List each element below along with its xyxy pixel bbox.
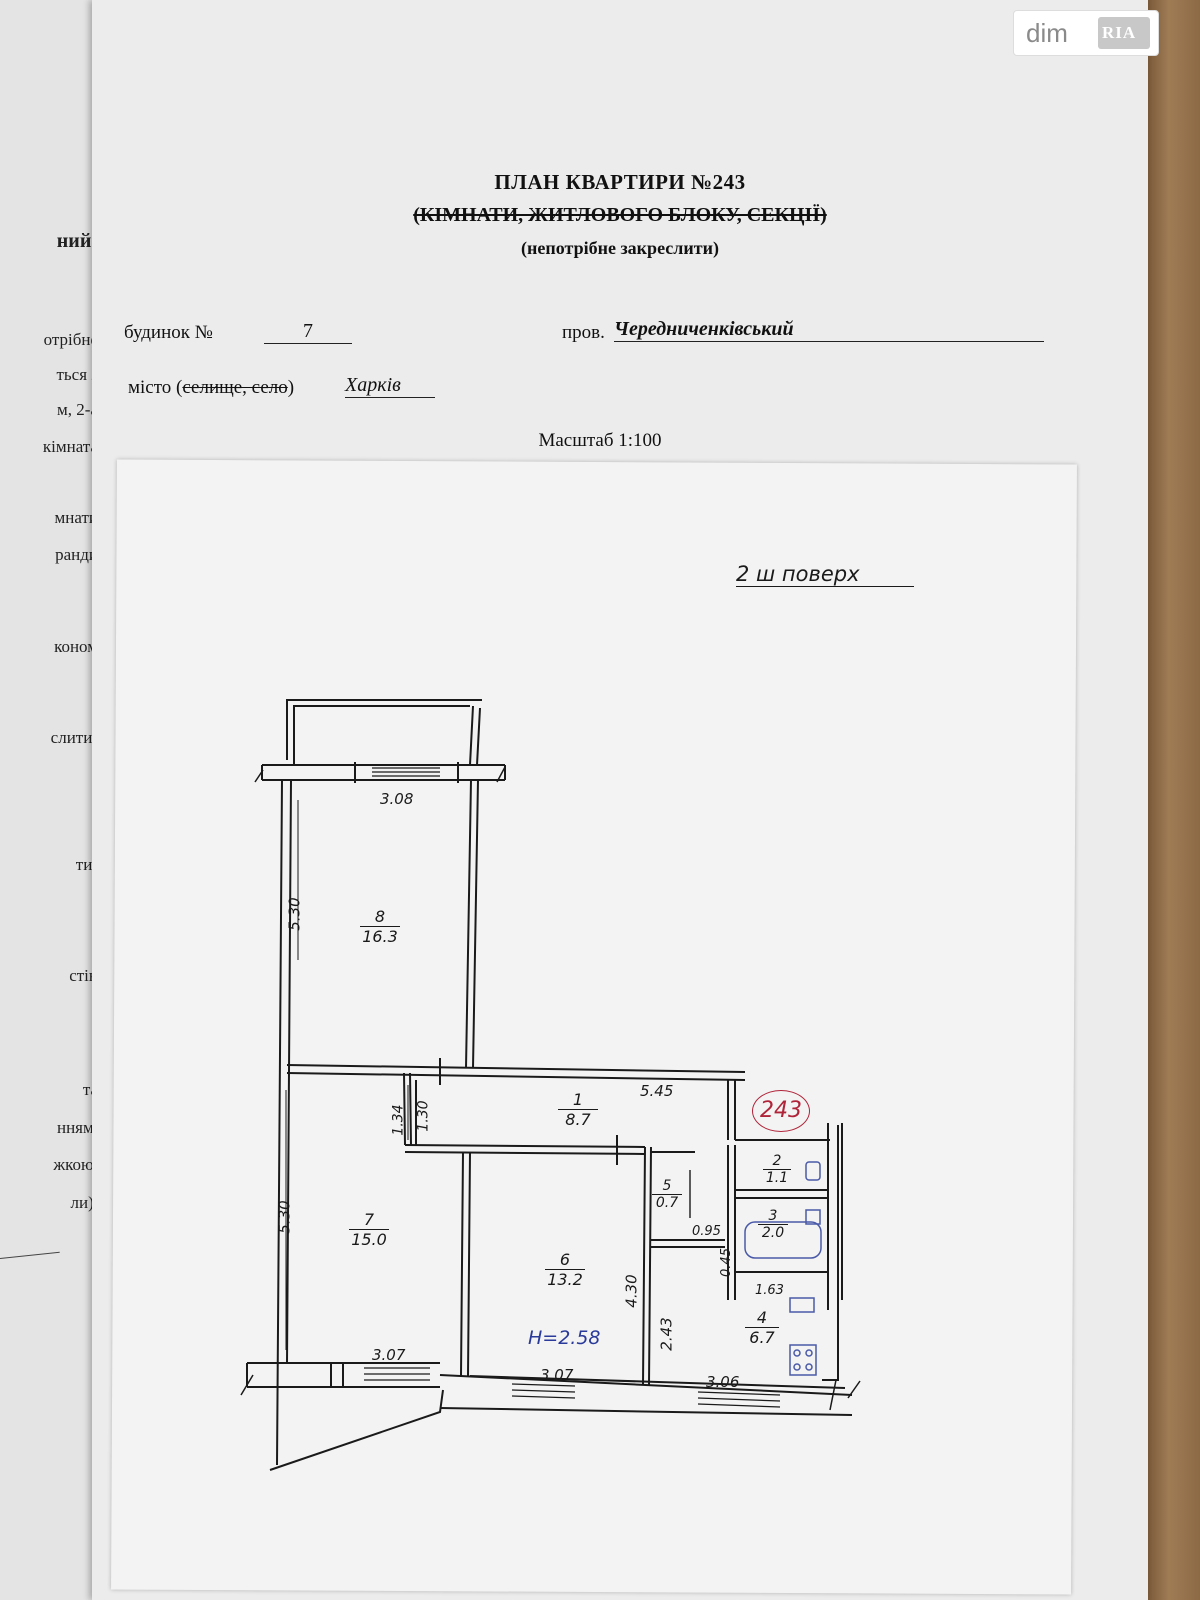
room-8-label: 8 16.3 xyxy=(360,907,400,946)
table-edge xyxy=(1148,0,1200,1600)
dimension-label: 1.34 xyxy=(390,1104,407,1136)
room-3-label: 3 2.0 xyxy=(758,1208,788,1241)
left-fragment: стін xyxy=(69,966,98,985)
dimension-label: 1.30 xyxy=(415,1100,432,1132)
dimension-label: 1.63 xyxy=(755,1283,784,1298)
lane-value: Чередниченківський xyxy=(614,318,1044,342)
dimria-logo: dim RIA xyxy=(1013,10,1159,56)
room-1-label: 1 8.7 xyxy=(558,1090,598,1129)
left-fragment: ли), xyxy=(70,1193,99,1212)
house-number-value: 7 xyxy=(264,320,352,344)
left-fragment: коном xyxy=(54,637,98,656)
dimension-label: 2.43 xyxy=(657,1317,676,1351)
strike-note: (непотрібне закреслити) xyxy=(521,238,719,258)
left-fragment: слити) xyxy=(50,728,98,747)
dimension-label: 0.45 xyxy=(718,1248,734,1277)
floor-note: 2 ш поверх xyxy=(736,562,914,587)
dimension-label: 5.30 xyxy=(285,897,304,931)
city-value: Харків xyxy=(345,374,435,398)
left-fragment: кімната xyxy=(42,437,98,456)
left-fragment: ний) xyxy=(56,230,98,252)
dimension-label: 4.30 xyxy=(622,1274,641,1308)
ceiling-height-note: Н=2.58 xyxy=(528,1327,601,1349)
apartment-mark: 243 xyxy=(752,1090,810,1132)
room-4-label: 4 6.7 xyxy=(745,1308,779,1347)
left-fragment: м, 2-а xyxy=(57,400,98,419)
room-6-label: 6 13.2 xyxy=(545,1250,585,1289)
room-5-label: 5 0.7 xyxy=(652,1178,682,1211)
dimension-label: 5.30 xyxy=(275,1200,294,1234)
left-page: ний) отрібне ться з м, 2-а кімната мнати… xyxy=(0,0,100,1600)
city-label: місто (селище, село) xyxy=(128,377,295,398)
left-fragment: ранди xyxy=(55,545,98,564)
scale-label: Масштаб 1:100 xyxy=(538,430,662,451)
left-fragment: ться з xyxy=(56,365,98,384)
left-fragment: отрібне xyxy=(43,330,98,349)
left-fragment: нням, xyxy=(56,1118,98,1137)
left-fragment: жкою, xyxy=(53,1155,98,1174)
bathroom-fixtures xyxy=(744,1161,822,1376)
room-7-label: 7 15.0 xyxy=(349,1210,389,1249)
plan-subtitle-struck: (КІМНАТИ, ЖИТЛОВОГО БЛОКУ, СЕКЦІЇ) xyxy=(413,204,827,226)
dimension-label: 3.07 xyxy=(372,1346,406,1364)
plan-title: ПЛАН КВАРТИРИ №243 xyxy=(494,170,746,194)
room-2-label: 2 1.1 xyxy=(763,1153,791,1186)
dimension-label: 3.07 xyxy=(540,1366,574,1384)
dimension-label: 3.08 xyxy=(380,790,414,808)
lane-label: пров. xyxy=(562,322,605,343)
dimension-label: 3.06 xyxy=(706,1373,740,1391)
house-label: будинок № xyxy=(124,322,213,343)
dimension-label: 0.95 xyxy=(692,1224,721,1239)
left-fragment: мнати xyxy=(54,508,99,527)
dimension-label: 5.45 xyxy=(640,1082,674,1100)
